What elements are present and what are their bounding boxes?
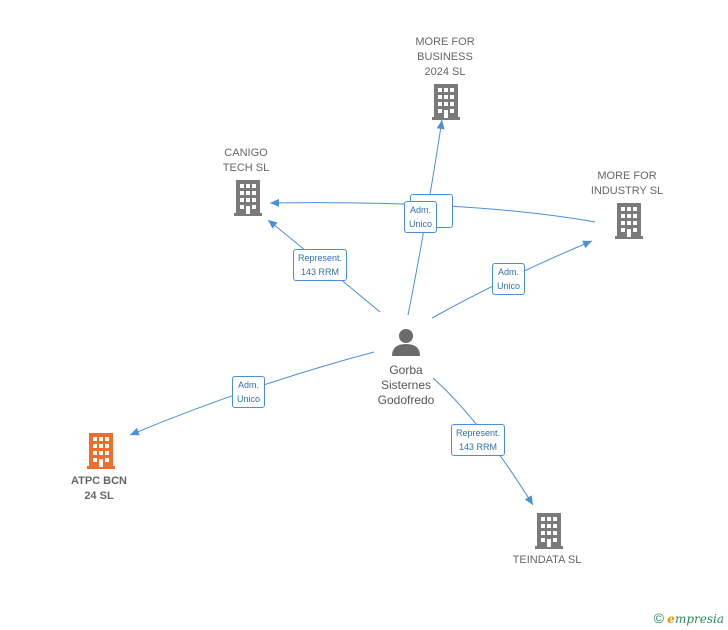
building-icon-atpc — [87, 433, 115, 469]
node-label-teindata[interactable]: TEINDATA SL — [512, 554, 582, 566]
brand-logo-initial: e — [667, 612, 675, 626]
person-icon — [392, 329, 420, 356]
node-label-more-for-industry[interactable]: MORE FOR INDUSTRY SL — [590, 170, 664, 197]
node-label-canigo[interactable]: CANIGO TECH SL — [222, 147, 270, 174]
brand-watermark: © empresia — [654, 610, 724, 626]
node-label-more-for-business[interactable]: MORE FOR BUSINESS 2024 SL — [415, 36, 475, 78]
edge-label-teindata[interactable]: Represent. 143 RRM — [451, 424, 506, 456]
edge-label-canigo[interactable]: Represent. 143 RRM — [293, 249, 348, 281]
brand-logo-name: mpresia — [674, 612, 724, 626]
building-icon-teindata — [535, 513, 563, 549]
node-label-atpc[interactable]: ATPC BCN 24 SL — [70, 475, 127, 502]
person-label[interactable]: Gorba Sisternes Godofredo — [377, 363, 435, 407]
copyright-symbol: © — [653, 610, 664, 626]
edge-label-industry[interactable]: Adm. Unico — [492, 263, 526, 295]
edge-label-business[interactable]: Adm. Unico — [404, 201, 438, 233]
building-icon-more-for-business — [432, 84, 460, 120]
edge-label-atpc[interactable]: Adm. Unico — [232, 376, 266, 408]
building-icon-more-for-industry — [615, 203, 643, 239]
building-icon-canigo — [234, 180, 262, 216]
